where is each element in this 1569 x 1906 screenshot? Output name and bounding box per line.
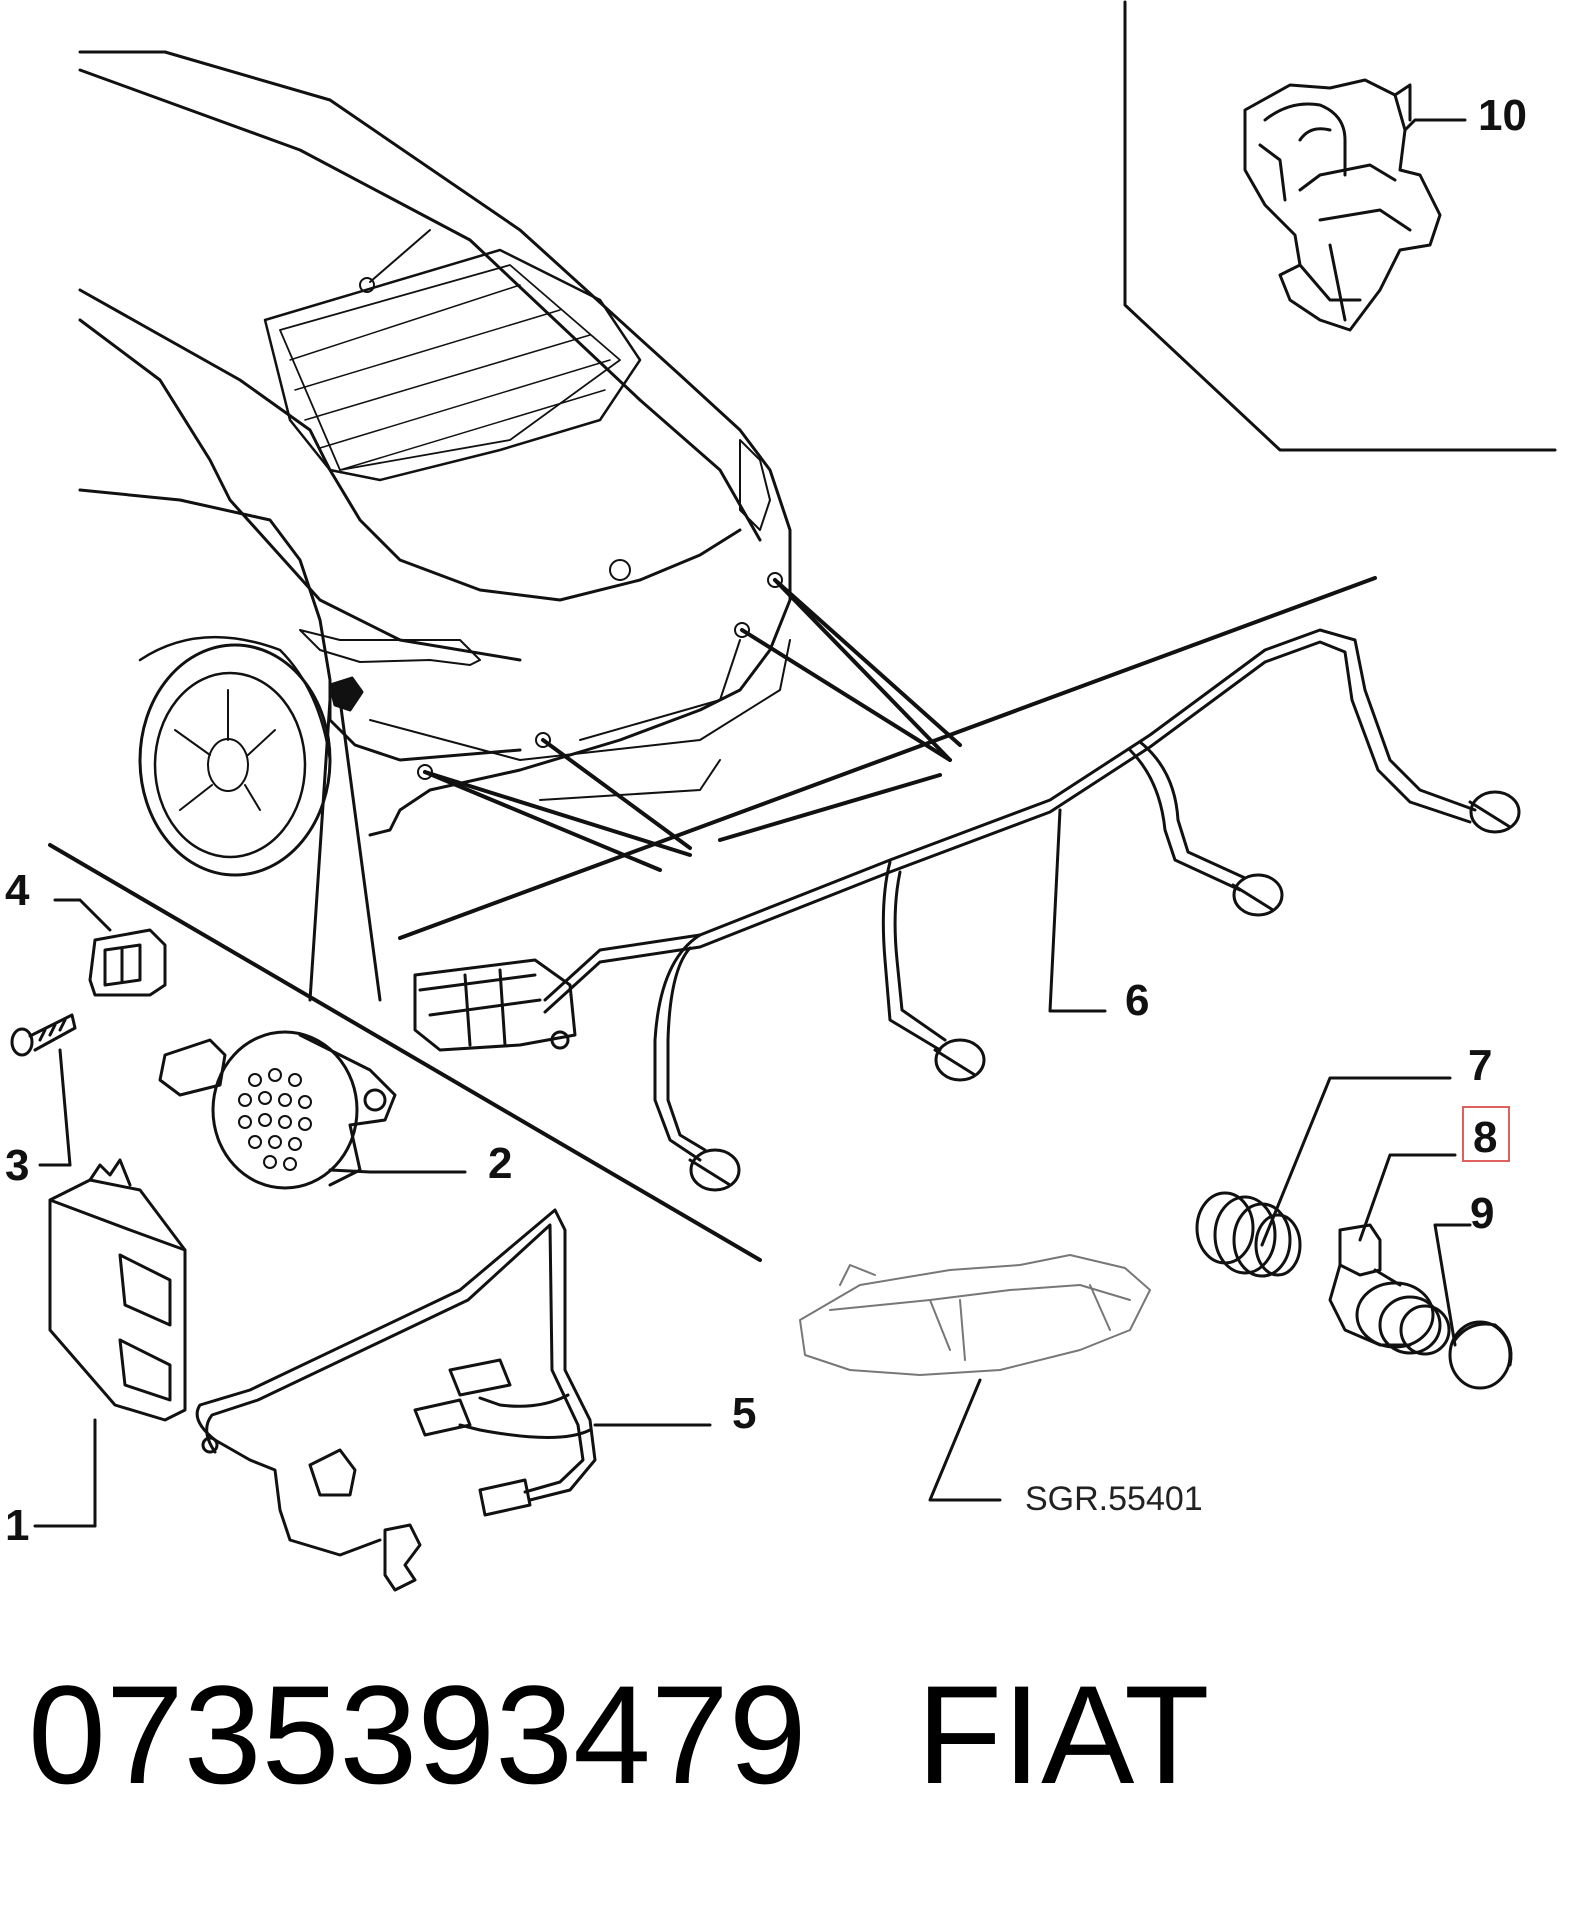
- callout-1: 1: [5, 1501, 29, 1550]
- part-number: 0735393479: [28, 1656, 807, 1813]
- callout-6: 6: [1125, 976, 1149, 1025]
- callout-8: 8: [1473, 1113, 1497, 1162]
- connector-drawing: [88, 928, 167, 997]
- callout-2: 2: [488, 1139, 512, 1188]
- highlight-box: [1462, 1106, 1510, 1162]
- control-module-drawing: [48, 1158, 187, 1422]
- screw-drawing: [10, 1013, 77, 1057]
- sensor-cap-drawing: [1448, 1320, 1513, 1390]
- callout-9: 9: [1470, 1189, 1494, 1238]
- buzzer-drawing: [158, 1030, 397, 1190]
- callout-10: 10: [1478, 91, 1527, 140]
- callout-7: 7: [1468, 1041, 1492, 1090]
- separator-lines: [48, 576, 1377, 1262]
- inset-frame: [1123, 0, 1557, 452]
- callout-4: 4: [5, 866, 30, 915]
- reference-label: SGR.55401: [1025, 1480, 1203, 1518]
- callout-3: 3: [5, 1141, 29, 1190]
- parking-sensor-drawing: [1328, 1223, 1451, 1356]
- grommet-drawing: [1195, 1191, 1302, 1278]
- brand-name: FIAT: [916, 1656, 1210, 1813]
- callout-5: 5: [732, 1389, 756, 1438]
- extension-harness-drawing: [195, 1208, 597, 1592]
- sensor-leader-lines: [423, 578, 962, 872]
- cable-clip-drawing: [1243, 78, 1442, 332]
- sensor-harness-drawing: [413, 628, 1521, 1192]
- reflector-drawing: [799, 1254, 1151, 1376]
- car-body-drawing: [78, 50, 792, 877]
- callout-leaders: [33, 118, 1472, 1528]
